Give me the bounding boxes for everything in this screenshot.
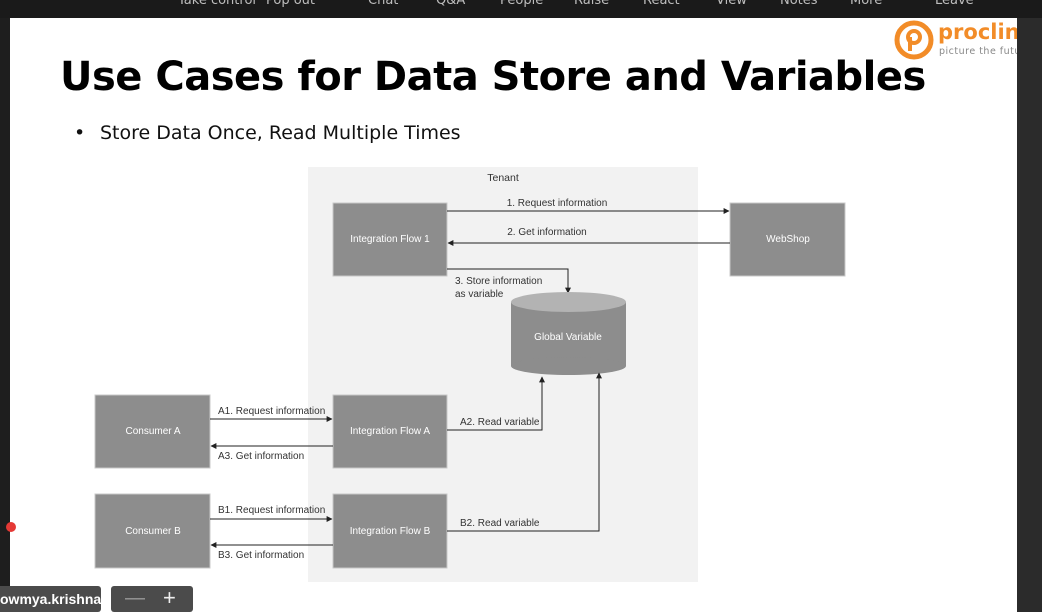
meeting-toolbar: Take control Pop out Chat Q&A People Rai… xyxy=(0,0,1042,18)
integration-flow-1-label: Integration Flow 1 xyxy=(350,234,430,245)
arrow-store-3 xyxy=(447,268,571,294)
arrow-b1-label: B1. Request information xyxy=(218,505,325,516)
slide-title: Use Cases for Data Store and Variables xyxy=(60,54,926,100)
arrow-request-1-label: 1. Request information xyxy=(507,198,608,209)
proclink-logo-icon xyxy=(894,20,934,60)
presentation-slide: proclink picture the future Use Cases fo… xyxy=(10,18,1034,612)
integration-flow-b-box xyxy=(332,493,448,569)
arrow-a3-label: A3. Get information xyxy=(218,451,304,462)
right-scrollbar-area xyxy=(1017,18,1042,612)
integration-flow-b-label: Integration Flow B xyxy=(350,526,431,537)
toolbar-leave[interactable]: Leave xyxy=(935,0,974,8)
tenant-label: Tenant xyxy=(487,172,519,184)
integration-flow-a-box xyxy=(332,394,448,469)
toolbar-react[interactable]: React xyxy=(643,0,680,8)
architecture-diagram: Tenant Integration Flow 1 WebShop 1. Req… xyxy=(94,167,846,582)
toolbar-chat[interactable]: Chat xyxy=(368,0,399,8)
toolbar-raise[interactable]: Raise xyxy=(574,0,610,8)
arrow-store-3-label-line1: 3. Store information xyxy=(455,276,542,287)
toolbar-view[interactable]: View xyxy=(716,0,747,8)
arrow-a1-label: A1. Request information xyxy=(218,406,325,417)
arrow-store-3-label-line2: as variable xyxy=(455,289,504,300)
toolbar-pop-out[interactable]: Pop out xyxy=(266,0,316,8)
zoom-in-button[interactable]: + xyxy=(163,585,176,610)
zoom-control: — + xyxy=(111,585,193,612)
arrow-b2 xyxy=(447,372,602,532)
slide-bullet: • Store Data Once, Read Multiple Times xyxy=(74,122,461,144)
webshop-label: WebShop xyxy=(766,234,810,245)
logo-tagline: picture the future xyxy=(939,46,1032,57)
global-variable-cylinder xyxy=(511,292,626,375)
arrow-a2 xyxy=(447,376,545,431)
toolbar-more[interactable]: More xyxy=(850,0,883,8)
consumer-b-box xyxy=(94,493,211,569)
zoom-out-button[interactable]: — xyxy=(125,587,145,609)
presenter-name-tag: owmya.krishna xyxy=(0,586,101,612)
toolbar-notes[interactable]: Notes xyxy=(780,0,818,8)
bullet-text: Store Data Once, Read Multiple Times xyxy=(100,122,461,144)
arrow-b3-label: B3. Get information xyxy=(218,550,304,561)
pointer-dot xyxy=(6,522,16,532)
consumer-a-label: Consumer A xyxy=(125,426,180,437)
integration-flow-a-label: Integration Flow A xyxy=(350,426,430,437)
toolbar-people[interactable]: People xyxy=(500,0,544,8)
bullet-dot: • xyxy=(74,122,86,144)
arrow-b2-label: B2. Read variable xyxy=(460,518,540,529)
arrow-a2-label: A2. Read variable xyxy=(460,417,540,428)
toolbar-take-control[interactable]: Take control xyxy=(178,0,257,8)
integration-flow-1-box xyxy=(332,202,448,277)
consumer-b-label: Consumer B xyxy=(125,526,181,537)
arrow-get-2-label: 2. Get information xyxy=(507,227,586,238)
toolbar-qa[interactable]: Q&A xyxy=(436,0,466,8)
consumer-a-box xyxy=(94,394,211,469)
global-variable-label: Global Variable xyxy=(534,332,602,343)
webshop-box xyxy=(729,202,846,277)
